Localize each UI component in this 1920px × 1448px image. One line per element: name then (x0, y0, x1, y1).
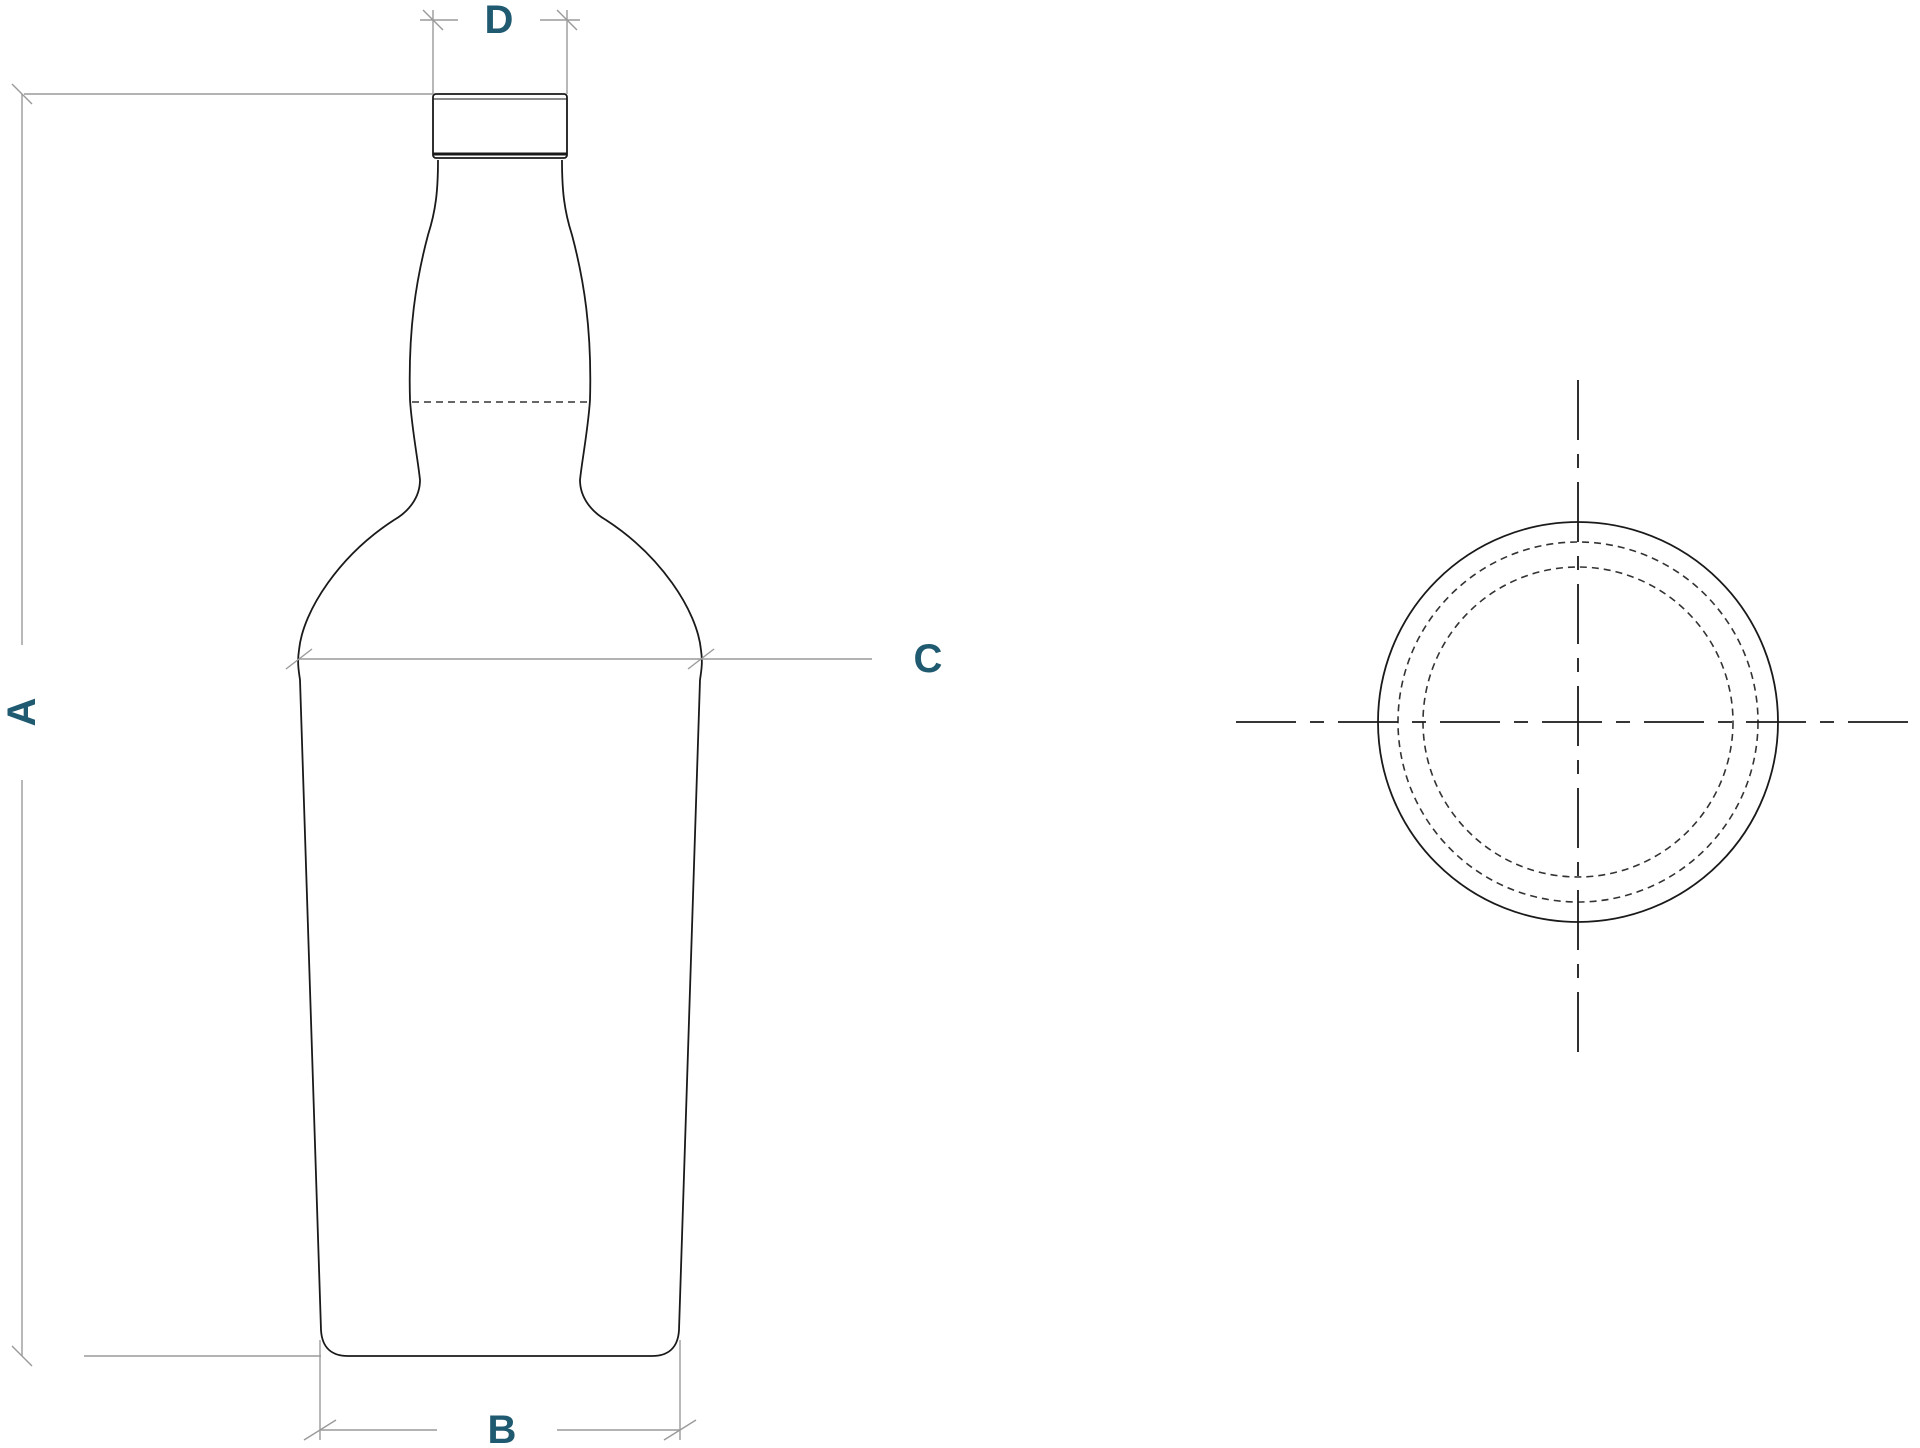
dimension-label-c: C (914, 637, 943, 681)
dim-a-tick-bottom (11, 1345, 33, 1367)
bottle-cap (432, 93, 568, 159)
dim-d-tick-right (556, 9, 578, 31)
dimension-label-b: B (488, 1408, 517, 1448)
dim-b-tick-left (303, 1419, 337, 1441)
dim-c-tick-right (687, 648, 715, 670)
dimension-label-a: A (0, 698, 44, 727)
bottle-outline (297, 159, 703, 1357)
bottle-side-view (297, 93, 703, 1357)
dim-d-tick-left (422, 9, 444, 31)
dim-a-tick-top (11, 83, 33, 105)
dim-c-tick-left (285, 648, 313, 670)
dimension-label-d: D (485, 0, 514, 42)
dim-b-tick-right (663, 1419, 697, 1441)
dimension-labels: A B C D (0, 0, 942, 1448)
dimension-lines (11, 9, 872, 1441)
bottle-top-view (1236, 380, 1920, 1064)
